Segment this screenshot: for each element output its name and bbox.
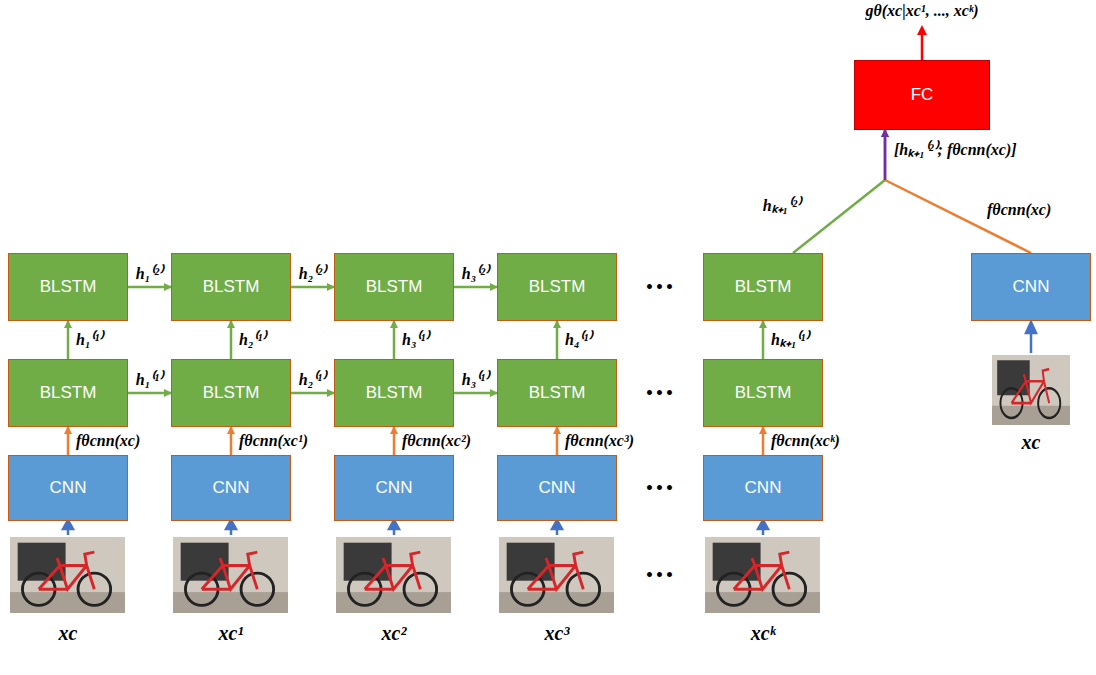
box-label: BLSTM	[529, 277, 586, 297]
image-label: xcᵏ	[749, 622, 777, 644]
photo	[336, 537, 451, 613]
edge-label: h₂⁽¹⁾	[237, 331, 268, 349]
edge-label: h₁⁽²⁾	[134, 265, 165, 283]
ellipsis: •••	[643, 479, 677, 497]
output-arrow	[917, 25, 927, 60]
box-label: BLSTM	[735, 277, 792, 297]
ellipsis: •••	[643, 566, 677, 584]
concat-label: [hₖ₊₁⁽²⁾; fθcnn(xc)]	[892, 141, 1019, 159]
connector	[68, 321, 69, 359]
box-label: BLSTM	[203, 277, 260, 297]
cnn-box: CNN	[497, 455, 617, 521]
edge-label: h₄⁽¹⁾	[563, 331, 594, 349]
blstm-box: BLSTM	[8, 253, 128, 321]
blstm-box: BLSTM	[8, 359, 128, 427]
blstm-box: BLSTM	[703, 359, 823, 427]
connector	[454, 287, 497, 288]
box-label: CNN	[539, 478, 576, 498]
image-label: xc¹	[217, 622, 246, 644]
edge-label: hₖ₊₁⁽²⁾	[761, 197, 803, 215]
box-label: BLSTM	[203, 383, 260, 403]
edge-label: h₂⁽¹⁾	[297, 371, 328, 389]
blstm-box: BLSTM	[497, 359, 617, 427]
connector	[557, 321, 558, 359]
photo	[992, 355, 1070, 425]
box-label: CNN	[50, 478, 87, 498]
connector	[557, 427, 558, 455]
image-label: xc	[57, 622, 80, 644]
image-label: xc	[1020, 431, 1043, 453]
cnn-box: CNN	[8, 455, 128, 521]
connector	[763, 321, 764, 359]
edge-label: h₂⁽²⁾	[297, 265, 328, 283]
connector	[231, 427, 232, 455]
blstm-box: BLSTM	[171, 253, 291, 321]
blstm-box: BLSTM	[334, 253, 454, 321]
box-label: CNN	[376, 478, 413, 498]
blstm-box: BLSTM	[171, 359, 291, 427]
cnn-box: CNN	[334, 455, 454, 521]
photo	[499, 537, 614, 613]
connector	[291, 393, 334, 394]
edge-label: hₖ₊₁⁽¹⁾	[769, 331, 811, 349]
connector	[68, 427, 69, 455]
box-label: CNN	[1013, 277, 1050, 297]
edge-label: fθcnn(xcᵏ)	[769, 432, 842, 450]
box-label: CNN	[213, 478, 250, 498]
edge-label: fθcnn(xc²)	[400, 432, 473, 450]
connector	[231, 321, 232, 359]
edge-label: fθcnn(xc¹)	[237, 432, 310, 450]
box-label: BLSTM	[366, 277, 423, 297]
connector	[128, 287, 171, 288]
edge-label: h₃⁽²⁾	[460, 265, 491, 283]
box-label: CNN	[745, 478, 782, 498]
connector	[394, 321, 395, 359]
edge-label: h₃⁽¹⁾	[400, 331, 431, 349]
box-label: BLSTM	[366, 383, 423, 403]
connector	[454, 393, 497, 394]
edge-label: fθcnn(xc)	[74, 432, 142, 450]
box-label: BLSTM	[735, 383, 792, 403]
input-arrows	[63, 322, 1036, 535]
photo	[10, 537, 125, 613]
edge-label: h₃⁽¹⁾	[460, 371, 491, 389]
connector	[763, 427, 764, 455]
cnn-box: CNN	[971, 253, 1091, 321]
blstm-box: BLSTM	[497, 253, 617, 321]
connector	[885, 130, 1031, 253]
image-label: xc²	[380, 622, 409, 644]
edge-label: h₁⁽¹⁾	[134, 371, 165, 389]
cnn-box: CNN	[703, 455, 823, 521]
box-label: FC	[911, 85, 934, 105]
blstm-box: BLSTM	[703, 253, 823, 321]
edge-label: fθcnn(xc)	[985, 201, 1053, 219]
box-label: BLSTM	[40, 277, 97, 297]
blstm-box: BLSTM	[334, 359, 454, 427]
connector	[394, 427, 395, 455]
box-label: BLSTM	[529, 383, 586, 403]
ellipsis: •••	[643, 384, 677, 402]
output-label: gθ(xc|xc¹, ..., xcᵏ)	[863, 2, 980, 20]
connector	[793, 130, 885, 253]
edge-label: h₁⁽¹⁾	[74, 331, 105, 349]
edge-label: fθcnn(xc³)	[563, 432, 636, 450]
cnn-box: CNN	[171, 455, 291, 521]
connector	[128, 393, 171, 394]
connector	[291, 287, 334, 288]
image-label: xc³	[543, 622, 572, 644]
photo	[173, 537, 288, 613]
photo	[705, 537, 820, 613]
box-label: BLSTM	[40, 383, 97, 403]
ellipsis: •••	[643, 278, 677, 296]
fc-layer: FC	[854, 60, 990, 130]
